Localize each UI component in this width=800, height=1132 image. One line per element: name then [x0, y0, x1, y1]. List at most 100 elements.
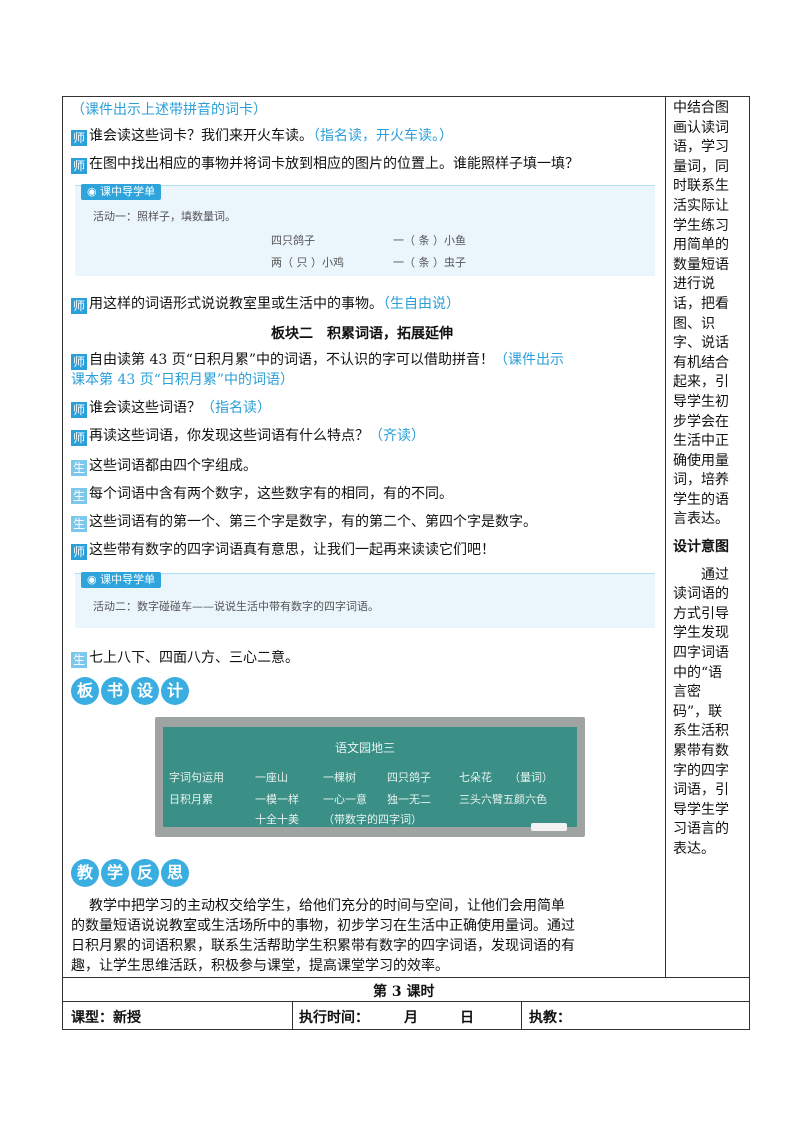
- teacher-line-4: 师自由读第 43 页“日积月累”中的词语，不认识的字可以借助拼音！（课件出示: [71, 352, 565, 370]
- side-text: 数量短语: [673, 256, 729, 273]
- board-text: 独一无二: [387, 793, 431, 806]
- side-text: 词语，引: [673, 782, 729, 799]
- teacher-tag: 师: [71, 402, 87, 418]
- board-design-heading: 板书设计: [71, 677, 189, 705]
- board-text: 七朵花: [459, 771, 492, 784]
- side-text: 话，把看: [673, 295, 729, 312]
- side-text: 起来，引: [673, 374, 729, 391]
- teacher-tag: 师: [71, 544, 87, 560]
- board-text: 字词句运用: [169, 771, 224, 784]
- student-line-3: 生这些词语有的第一个、第三个字是数字，有的第二个、第四个字是数字。: [71, 514, 537, 532]
- side-text: 语，学习: [673, 139, 729, 156]
- column-divider: [665, 97, 666, 977]
- guide-title: ◉ 课中导学单: [81, 572, 162, 588]
- lesson-table: （课件出示上述带拼音的词卡） 师谁会读这些词卡？我们来开火车读。（指名读，开火车…: [62, 96, 750, 1030]
- guide-answer: 一（ 条 ）小鱼: [393, 234, 466, 247]
- board-text: 十全十美: [255, 813, 299, 826]
- teacher-line-7: 师这些带有数字的四字词语真有意思，让我们一起再来读读它们吧！: [71, 542, 495, 560]
- teacher-tag: 师: [71, 130, 87, 146]
- footer-divider: [292, 1002, 293, 1030]
- board-text: （量词）: [509, 771, 553, 784]
- side-text: 进行说: [673, 276, 715, 293]
- side-text: 量词，同: [673, 158, 729, 175]
- side-text: 用简单的: [673, 237, 729, 254]
- side-text: 生活中正: [673, 433, 729, 450]
- student-line-1: 生这些词语都由四个字组成。: [71, 458, 257, 476]
- board-text: （带数字的四字词）: [323, 813, 422, 826]
- side-text: 活实际让: [673, 197, 729, 214]
- reflection-text: 教学中把学习的主动权交给学生，给他们充分的时间与空间，让他们会用简单: [89, 898, 565, 914]
- blackboard-surface: 语文园地三 字词句运用 一座山 一棵树 四只鸽子 七朵花 （量词） 日积月累 一…: [163, 727, 577, 827]
- side-text: 读词语的: [673, 586, 729, 603]
- student-line-4: 生七上八下、四面八方、三心二意。: [71, 650, 299, 668]
- side-text: 四字词语: [673, 645, 729, 662]
- teacher-tag: 师: [71, 298, 87, 314]
- guide-card-1: ◉ 课中导学单 活动一：照样子，填数量词。 四只鸽子 一（ 条 ）小鱼 两（ 只…: [75, 184, 655, 276]
- row-divider: [63, 977, 749, 978]
- side-notes: 中结合图 画认读词 语，学习 量词，同 时联系生 活实际让 学生练习 用简单的 …: [673, 99, 741, 860]
- side-text: 习语言的: [673, 821, 729, 838]
- student-tag: 生: [71, 652, 87, 668]
- board-text: 日积月累: [169, 793, 213, 806]
- student-tag: 生: [71, 488, 87, 504]
- board-text: 三头六臂五颜六色: [459, 793, 547, 806]
- footer-divider: [521, 1002, 522, 1030]
- side-text: 言密: [673, 684, 701, 701]
- side-text: 学生的语: [673, 491, 729, 508]
- side-text: 时联系生: [673, 178, 729, 195]
- side-text: 累带有数: [673, 743, 729, 759]
- reflection-heading: 教学反思: [71, 859, 189, 887]
- design-intent-heading: 设计意图: [673, 539, 729, 556]
- side-text: 步学会在: [673, 413, 729, 430]
- side-text: 有机结合: [673, 354, 729, 371]
- board-text: 一座山: [255, 771, 288, 784]
- courseware-note: （课件出示上述带拼音的词卡）: [71, 102, 267, 118]
- side-text: 中的“语: [673, 664, 723, 681]
- teacher-field: 执教：: [529, 1010, 571, 1026]
- side-text: 通过: [673, 566, 729, 583]
- side-text: 学生发现: [673, 625, 729, 642]
- board-text: 一棵树: [323, 771, 356, 784]
- lesson-number: 第 3 课时: [373, 984, 435, 1000]
- guide-answer: 一（ 条 ）虫子: [393, 256, 466, 269]
- teacher-tag: 师: [71, 158, 87, 174]
- teacher-line-1: 师谁会读这些词卡？我们来开火车读。（指名读，开火车读。）: [71, 128, 453, 146]
- courseware-note-2: 课本第 43 页“日积月累”中的词语）: [71, 372, 295, 388]
- guide-answer: 两（ 只 ）小鸡: [271, 256, 344, 269]
- side-text: 导学生学: [673, 801, 729, 818]
- student-tag: 生: [71, 460, 87, 476]
- guide-activity-2: 活动二：数字碰碰车——说说生活中带有数字的四字词语。: [93, 600, 379, 613]
- board-text: 一心一意: [323, 793, 367, 806]
- reflection-text: 日积月累的词语积累，联系生活帮助学生积累带有数字的四字词语，发现词语的有: [71, 938, 575, 954]
- teacher-tag: 师: [71, 354, 87, 370]
- side-text: 言表达。: [673, 511, 729, 528]
- teacher-line-6: 师再读这些词语，你发现这些词语有什么特点？（齐读）: [71, 428, 425, 446]
- student-tag: 生: [71, 516, 87, 532]
- execution-time: 执行时间： 月 日: [299, 1010, 474, 1026]
- side-text: 系生活积: [673, 723, 729, 740]
- guide-example: 四只鸽子: [271, 234, 315, 247]
- side-text: 表达。: [673, 840, 715, 857]
- side-text: 导学生初: [673, 393, 729, 410]
- reflection-text: 的数量短语说说教室或生活场所中的事物，初步学习在生活中正确使用量词。通过: [71, 918, 575, 934]
- guide-activity-1: 活动一：照样子，填数量词。: [93, 210, 236, 223]
- board-text: 四只鸽子: [387, 771, 431, 784]
- reflection-text: 趣，让学生思维活跃，积极参与课堂，提高课堂学习的效率。: [71, 958, 449, 974]
- side-text: 中结合图: [673, 100, 729, 116]
- side-text: 字、说话: [673, 335, 729, 352]
- board-title: 语文园地三: [335, 741, 396, 755]
- guide-title: ◉ 课中导学单: [81, 184, 162, 200]
- row-divider: [63, 1001, 749, 1002]
- side-text: 字的四字: [673, 762, 729, 779]
- board-text: 一模一样: [255, 793, 299, 806]
- side-text: 词，培养: [673, 472, 729, 489]
- blackboard: 语文园地三 字词句运用 一座山 一棵树 四只鸽子 七朵花 （量词） 日积月累 一…: [155, 717, 585, 837]
- side-text: 画认读词: [673, 119, 729, 136]
- teacher-line-5: 师谁会读这些词语？（指名读）: [71, 400, 271, 418]
- eraser: [531, 823, 567, 831]
- lesson-type: 课型：新授: [71, 1010, 141, 1026]
- student-line-2: 生每个词语中含有两个数字，这些数字有的相同，有的不同。: [71, 486, 453, 504]
- teacher-line-3: 师用这样的词语形式说说教室里或生活中的事物。（生自由说）: [71, 296, 460, 314]
- side-text: 图、识: [673, 315, 715, 332]
- section-heading: 板块二 积累词语，拓展延伸: [271, 326, 453, 342]
